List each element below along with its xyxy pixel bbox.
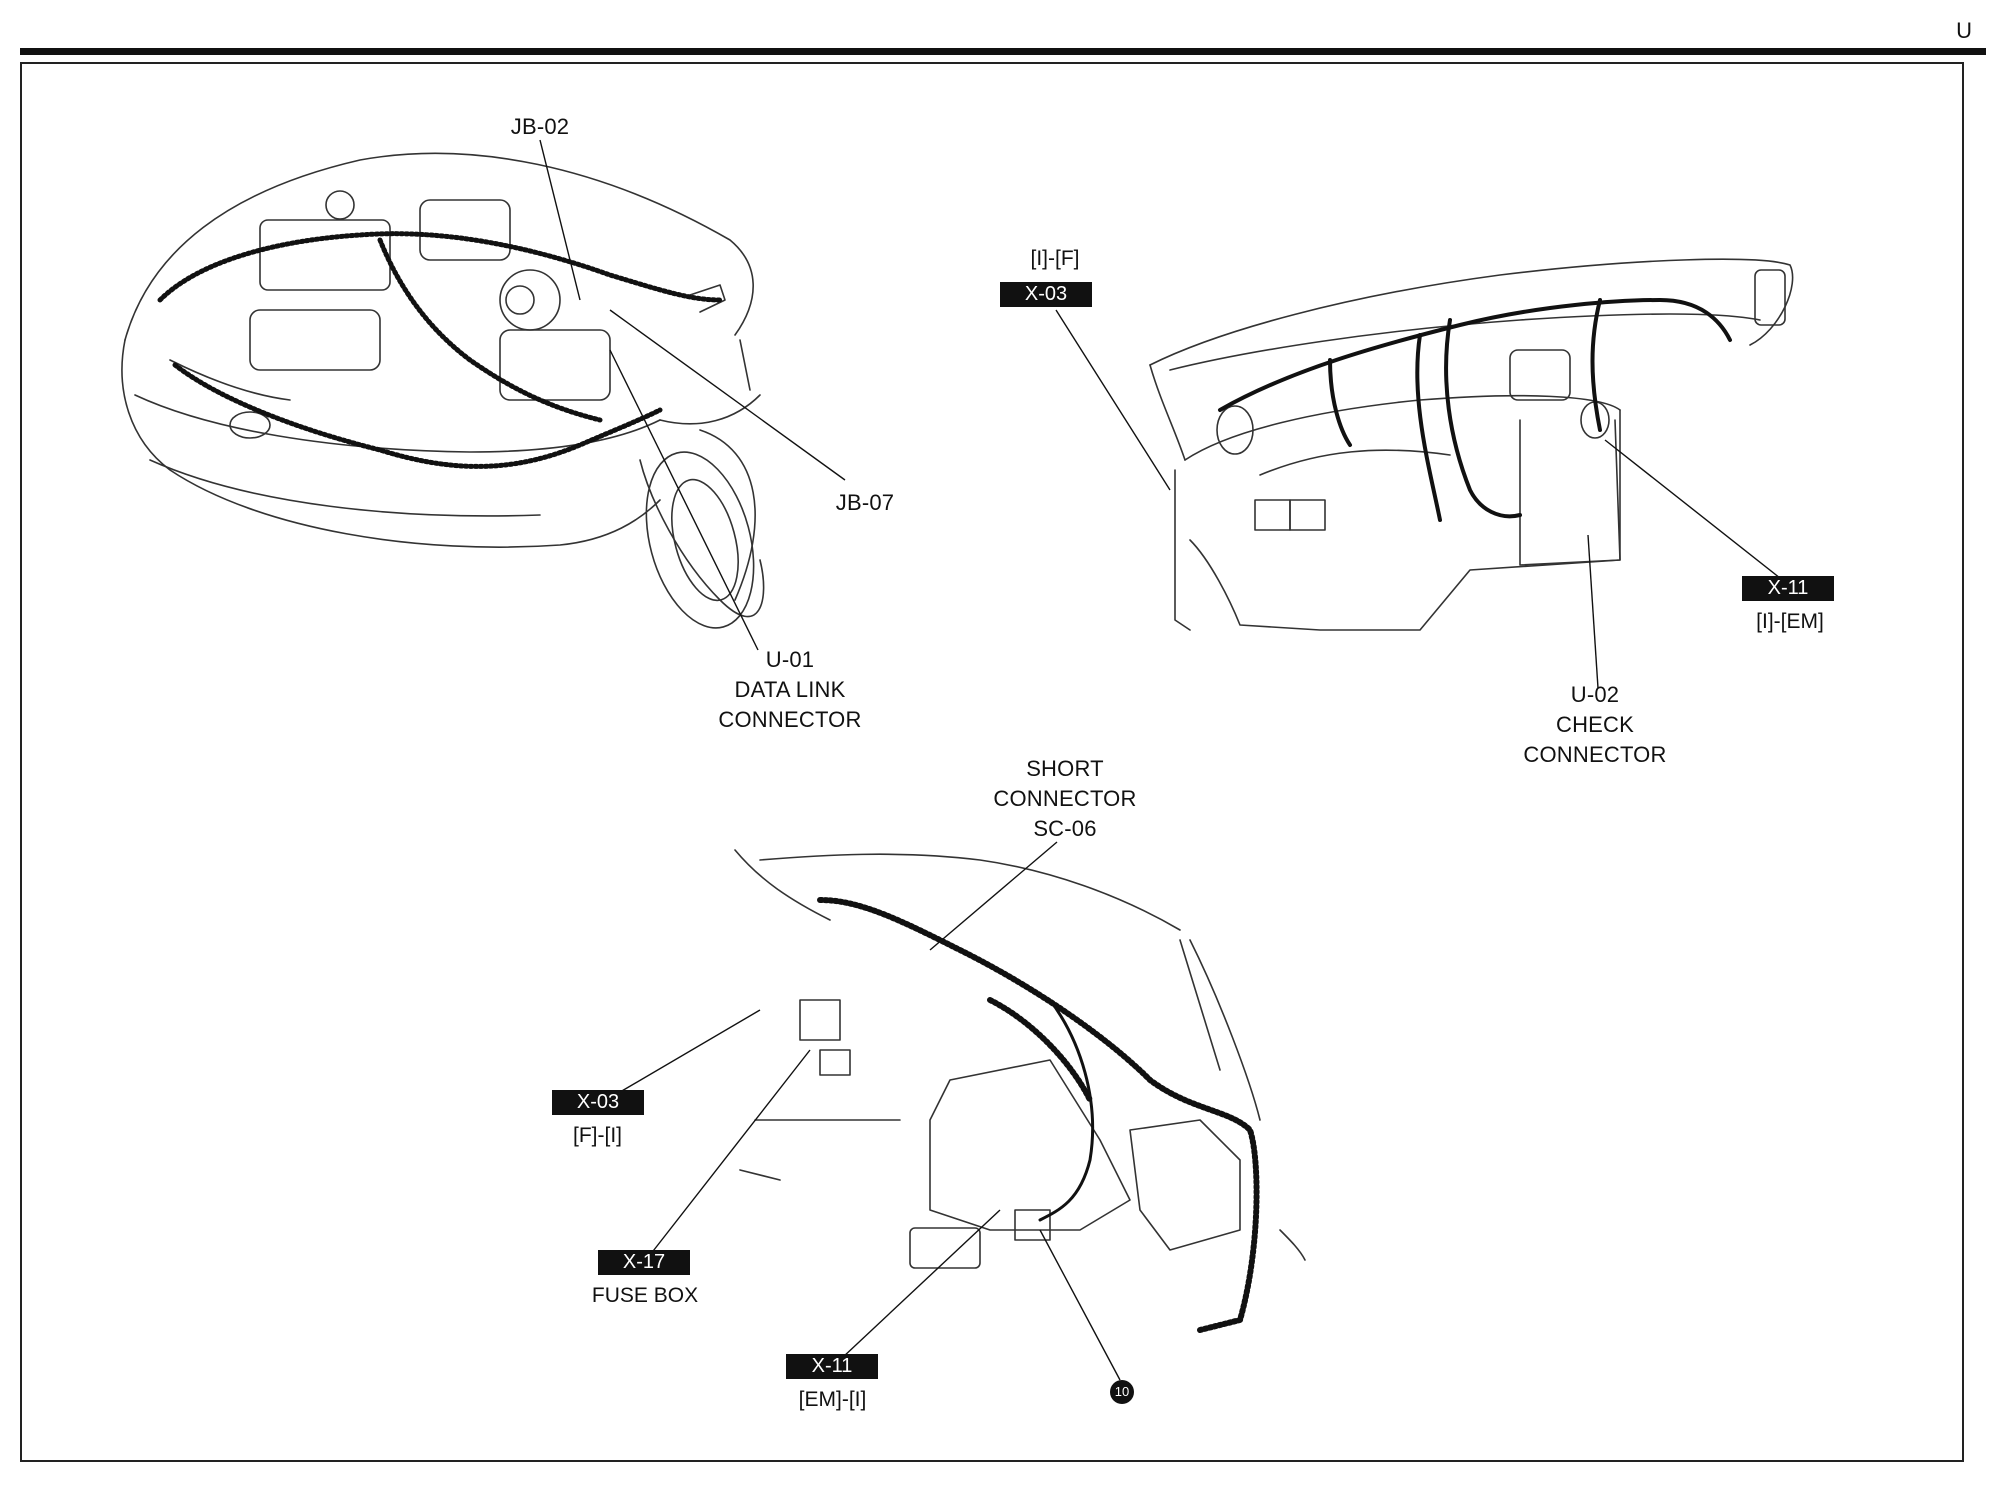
leader-x11-bottom xyxy=(841,1209,1001,1359)
header-rule xyxy=(20,48,1986,55)
u01-id: U-01 xyxy=(765,647,815,672)
leader-x17 xyxy=(649,1049,811,1256)
x17-tag: X-17 xyxy=(598,1250,690,1275)
label-u-01: U-01 DATA LINK CONNECTOR xyxy=(700,645,880,735)
leader-ground xyxy=(1039,1229,1121,1381)
x11-right-tag: X-11 xyxy=(1742,576,1834,601)
leader-u02 xyxy=(1587,534,1599,689)
leader-lines xyxy=(539,139,1781,1381)
footwell-branch xyxy=(1038,998,1095,1222)
u02-line1: CHECK xyxy=(1555,712,1634,737)
x03-top-sub: [I]-[F] xyxy=(1030,247,1080,270)
x03-bottom-tag: X-03 xyxy=(552,1090,644,1115)
dashboard-illustration xyxy=(1149,258,1794,631)
engine-bay-illustration xyxy=(121,152,765,629)
leader-x03-top xyxy=(1055,309,1171,491)
leader-u01 xyxy=(609,349,759,651)
x11-bottom-sub: [EM]-[I] xyxy=(798,1388,867,1411)
leader-short-connector xyxy=(929,841,1058,951)
leader-jb02 xyxy=(539,139,581,301)
footwell-illustration xyxy=(734,849,1306,1269)
short-line1: SHORT xyxy=(1026,756,1104,781)
x11-right-sub: [I]-[EM] xyxy=(1756,610,1824,633)
footwell-harness xyxy=(817,897,1260,1333)
x11-bottom-tag: X-11 xyxy=(786,1354,878,1379)
u01-line2: CONNECTOR xyxy=(718,707,862,732)
label-jb-02: JB-02 xyxy=(510,114,570,139)
short-line3: SC-06 xyxy=(1033,816,1097,841)
x03-top-tag: X-03 xyxy=(1000,282,1092,307)
x03-bottom-sub: [F]-[I] xyxy=(573,1124,622,1147)
label-short-connector: SHORT CONNECTOR SC-06 xyxy=(975,754,1155,844)
leader-jb07 xyxy=(609,309,846,481)
label-u-02: U-02 CHECK CONNECTOR xyxy=(1500,680,1690,770)
page-section-letter: U xyxy=(1956,18,1972,43)
diagram-frame xyxy=(20,62,1964,1462)
leader-x03-bottom xyxy=(614,1009,761,1096)
x17-sub: FUSE BOX xyxy=(591,1284,699,1307)
u02-id: U-02 xyxy=(1570,682,1620,707)
ground-point-badge: 10 xyxy=(1110,1380,1134,1404)
u02-line2: CONNECTOR xyxy=(1523,742,1667,767)
u01-line1: DATA LINK xyxy=(734,677,846,702)
label-jb-07: JB-07 xyxy=(835,490,895,515)
dashboard-harness xyxy=(1218,298,1732,522)
short-line2: CONNECTOR xyxy=(993,786,1137,811)
leader-x11-right xyxy=(1604,439,1781,579)
engine-harness xyxy=(157,231,723,469)
